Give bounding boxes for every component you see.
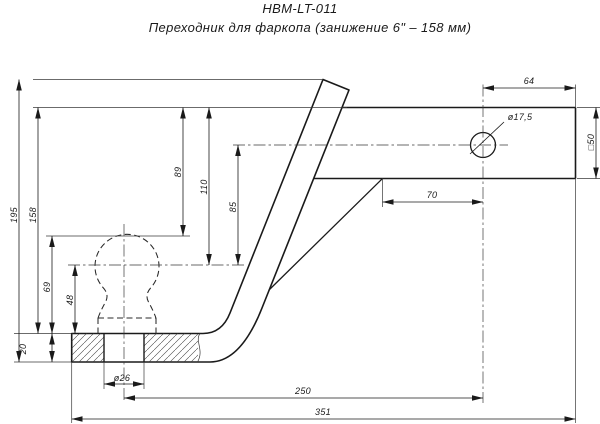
dim-pinhole-to-tube-end: 64 <box>524 76 535 86</box>
dim-tube-top-to-ball-center: 110 <box>199 179 209 194</box>
break-line <box>197 333 201 363</box>
page-title-model: HBM-LT-011 <box>262 1 337 16</box>
receiver-tube <box>300 106 577 180</box>
dim-drop-height: 158 <box>28 207 38 223</box>
dim-ball-center-to-pinhole: 250 <box>294 386 311 396</box>
dimension-labels: 195 158 69 48 20 89 110 85 □50 64 70 ø26… <box>9 76 596 417</box>
tow-ball-phantom <box>94 233 160 334</box>
center-lines <box>68 84 508 403</box>
extension-lines <box>14 79 600 423</box>
dim-overall-height: 195 <box>9 206 19 223</box>
dim-ball-center-from-platform: 48 <box>65 295 75 306</box>
dim-gusset-to-pinhole: 70 <box>427 190 438 200</box>
title-block: HBM-LT-011 Переходник для фаркопа (заниж… <box>149 1 472 35</box>
dim-pin-hole-diameter: ø17,5 <box>508 112 533 122</box>
page-title-description: Переходник для фаркопа (занижение 6" – 1… <box>149 20 472 35</box>
dim-tube-top-to-ball-top: 89 <box>173 167 183 178</box>
dim-ball-hole-diameter: ø26 <box>114 373 130 383</box>
dim-ball-top-from-platform: 69 <box>42 282 52 293</box>
dim-pinhole-to-ball-center: 85 <box>228 201 238 212</box>
dim-tube-section: □50 <box>586 134 596 150</box>
dim-platform-thickness: 20 <box>18 344 28 356</box>
dim-overall-length: 351 <box>315 407 331 417</box>
gusset-edge <box>268 178 383 291</box>
dimension-lines <box>16 79 599 422</box>
platform-section <box>71 333 201 363</box>
bent-bar-body <box>70 78 350 363</box>
